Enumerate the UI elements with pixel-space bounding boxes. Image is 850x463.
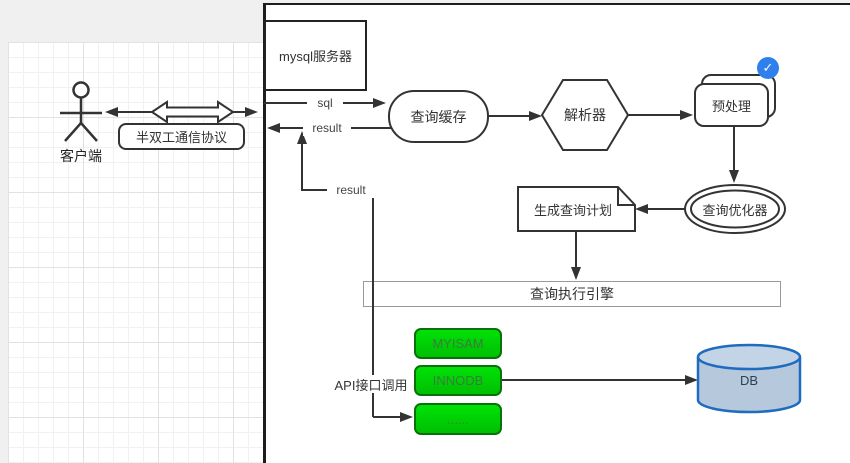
preprocess-node: 预处理 — [694, 83, 769, 127]
mysql-server-label: mysql服务器 — [279, 49, 352, 64]
result-engine-flow-label: result — [327, 182, 375, 198]
query-cache-node: 查询缓存 — [388, 90, 489, 143]
plan-node: 生成查询计划 — [518, 187, 628, 231]
optimizer-label: 查询优化器 — [702, 202, 768, 218]
storage-engine-innodb: INNODB — [414, 365, 502, 396]
api-call-label: API接口调用 — [331, 375, 411, 393]
storage-engine-myisam: MYISAM — [414, 328, 502, 359]
protocol-node: 半双工通信协议 — [118, 123, 245, 150]
grid-paper-background — [8, 42, 263, 463]
sql-flow-label: sql — [307, 95, 343, 111]
db-node: DB — [698, 350, 800, 410]
preprocess-label: 预处理 — [711, 98, 751, 114]
protocol-label: 半双工通信协议 — [135, 130, 227, 145]
client-label: 客户端 — [60, 148, 102, 164]
query-execution-engine-node: 查询执行引擎 — [363, 281, 781, 307]
mysql-server-node: mysql服务器 — [264, 20, 367, 91]
storage-engine-other: ...... — [414, 403, 502, 435]
optimizer-node: 查询优化器 — [685, 186, 785, 232]
parser-label: 解析器 — [564, 107, 606, 123]
result-flow-label: result — [303, 120, 351, 136]
parser-node: 解析器 — [542, 80, 628, 150]
db-label: DB — [739, 372, 759, 388]
check-icon: ✓ — [757, 57, 779, 79]
query-cache-label: 查询缓存 — [410, 108, 467, 125]
engine-label: 查询执行引擎 — [530, 286, 614, 302]
plan-label: 生成查询计划 — [533, 202, 612, 218]
